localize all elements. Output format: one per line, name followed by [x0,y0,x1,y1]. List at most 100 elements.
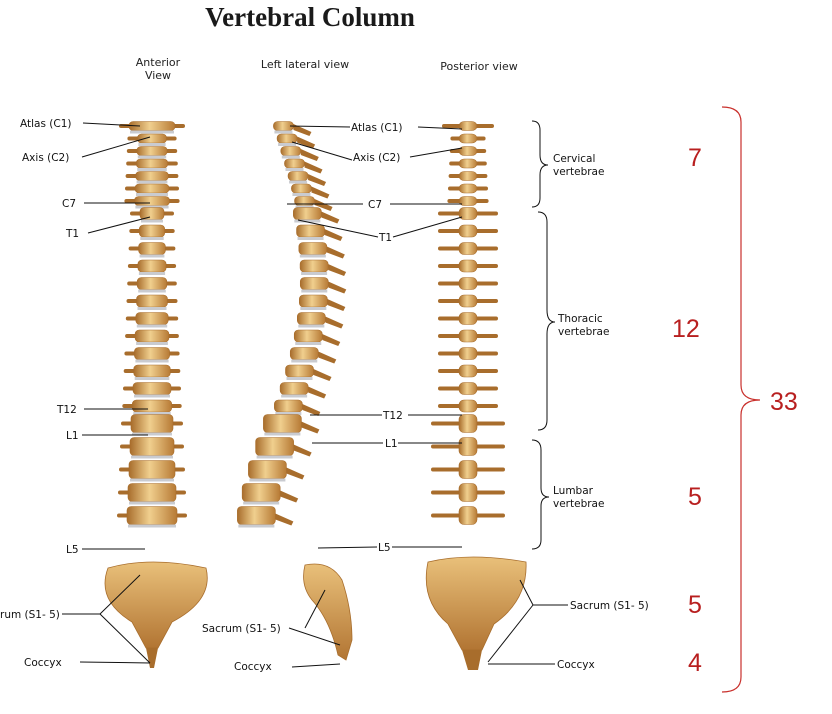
lateral-vertebra-1 [276,133,298,144]
anterior-disc-9 [139,254,165,258]
lateral-vertebra-21 [248,460,287,479]
posterior-vertebra-22 [458,483,478,502]
posterior-vertebra-2 [458,146,478,156]
posterior-vertebra-17 [458,382,478,395]
anterior-view-heading: Anterior View [128,56,188,82]
posterior-vertebra-10 [458,259,478,273]
lateral-process-17 [308,386,327,399]
anterior-disc-5 [136,193,168,196]
anterior-c7-label: C7 [62,198,76,210]
lateral-process-21 [286,467,305,480]
anterior-disc-4 [136,180,168,184]
anterior-disc-3 [137,168,167,171]
lateral-vertebra-7 [293,207,322,220]
page-title: Vertebral Column [205,2,415,32]
lateral-vertebra-17 [279,382,309,395]
lateral-vertebra-23 [237,506,276,525]
anterior-vertebra-7 [139,207,165,220]
anterior-disc-2 [137,155,167,159]
lateral-vertebra-3 [284,158,305,169]
anterior-disc-16 [134,377,170,380]
lateral-process-18 [302,404,321,416]
anterior-vertebra-4 [135,171,169,181]
lateral-process-9 [326,246,345,259]
lateral-disc-3 [285,168,304,171]
posterior-vertebra-23 [458,506,478,525]
lateral-c7-label: C7 [368,199,382,211]
posterior-vertebra-5 [458,183,478,194]
anterior-vertebra-21 [128,460,176,479]
lateral-process-4 [308,174,327,186]
anterior-disc-0 [130,130,174,134]
posterior-vertebra-3 [458,158,478,169]
lateral-process-19 [301,421,320,434]
lateral-vertebra-19 [263,414,302,433]
anterior-vertebra-9 [138,242,166,255]
anterior-vertebra-17 [132,382,172,395]
anterior-coccyx [146,648,158,668]
lateral-vertebra-11 [299,277,329,290]
posterior-vertebra-9 [458,242,478,255]
posterior-vertebra-12 [458,294,478,308]
lateral-disc-11 [301,289,328,293]
lateral-vertebra-22 [241,483,281,502]
posterior-vertebra-18 [458,399,478,413]
lateral-disc-20 [256,455,293,459]
lateral-disc-16 [286,377,313,380]
lateral-disc-1 [278,143,297,146]
lateral-sacrum-label: Sacrum (S1- 5) [202,623,281,635]
posterior-vertebra-11 [458,277,478,290]
anterior-disc-12 [137,307,167,310]
anterior-disc-6 [135,205,169,209]
lateral-process-7 [321,211,340,224]
lateral-process-16 [313,369,332,381]
lateral-vertebra-16 [285,364,314,378]
anterior-vertebra-19 [130,414,174,433]
posterior-vertebra-20 [458,437,478,456]
lateral-disc-19 [264,432,301,436]
anterior-vertebra-18 [132,399,173,413]
total-brace [721,106,761,693]
posterior-vertebra-19 [458,414,478,433]
anterior-coccyx-label: Coccyx [24,657,62,669]
posterior-sacrum-label: Sacrum (S1- 5) [570,600,649,612]
lateral-vertebra-2 [280,146,302,156]
lateral-vertebra-20 [255,437,294,456]
posterior-vertebra-8 [458,224,478,238]
anterior-l1-label: L1 [66,430,79,442]
cervical-label-line2: vertebrae [553,166,604,178]
posterior-spine-illustration [425,121,527,670]
anterior-disc-19 [132,432,172,436]
lateral-coccyx-label: Coccyx [234,661,272,673]
anterior-t12-label: T12 [56,404,77,416]
lateral-disc-12 [300,307,327,310]
lateral-t1-label: T1 [378,232,392,244]
lateral-process-8 [324,229,343,241]
lateral-process-3 [304,161,323,174]
anterior-vertebra-20 [129,437,175,456]
anterior-vertebra-15 [134,347,170,360]
lumbar-label-line2: vertebrae [553,498,604,510]
posterior-coccyx-label: Coccyx [557,659,595,671]
lateral-vertebra-5 [291,183,312,194]
anterior-disc-20 [131,455,173,459]
lateral-view-heading: Left lateral view [260,58,350,71]
anterior-leaders [62,122,151,664]
lateral-process-20 [293,444,312,457]
anterior-spine-illustration [104,121,208,668]
lateral-disc-7 [294,219,321,223]
thoracic-count: 12 [672,315,700,343]
anterior-heading-line2: View [144,69,172,82]
anterior-vertebra-16 [133,364,171,378]
lateral-l5-label: L5 [378,542,391,554]
anterior-vertebra-12 [136,294,168,308]
posterior-view-heading: Posterior view [440,60,518,73]
lateral-process-15 [318,351,337,364]
lateral-disc-18 [275,412,302,415]
lateral-spine-illustration [237,121,353,661]
lateral-disc-10 [301,272,328,275]
anterior-vertebra-23 [126,506,178,525]
anterior-axis-label: Axis (C2) [22,152,69,164]
lateral-disc-0 [274,130,293,134]
anterior-vertebra-13 [135,312,169,325]
